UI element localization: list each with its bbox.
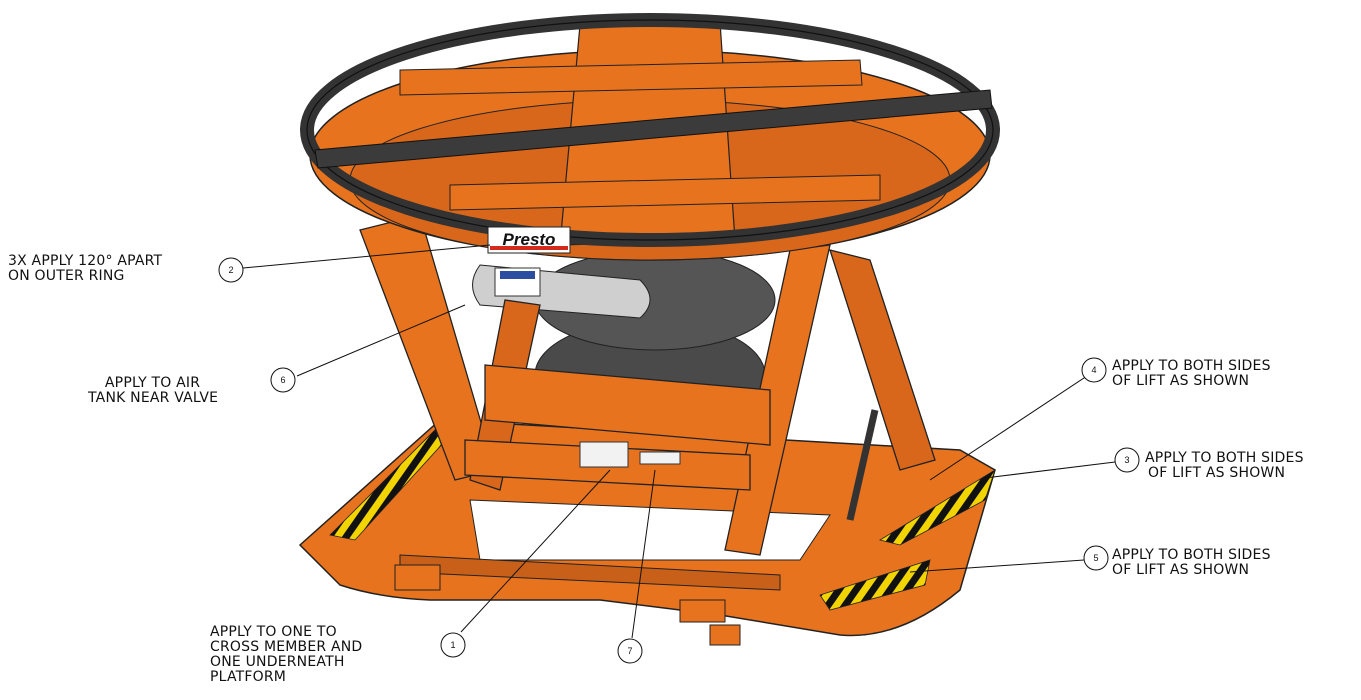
callout-number-7: 7 bbox=[627, 646, 632, 656]
callout-6-label: APPLY TO AIR TANK NEAR VALVE bbox=[88, 375, 219, 406]
callout-number-1: 1 bbox=[450, 640, 455, 650]
callout-circle-2 bbox=[218, 257, 244, 283]
callout-number-3: 3 bbox=[1124, 455, 1129, 465]
callout-4-label: APPLY TO BOTH SIDES OF LIFT AS SHOWN bbox=[1112, 358, 1271, 389]
callout-circle-3 bbox=[1114, 447, 1140, 473]
cross-member-box bbox=[484, 364, 771, 446]
callout-circle-4 bbox=[1081, 357, 1107, 383]
callout-circle-7 bbox=[617, 638, 643, 664]
callout-circle-5 bbox=[1083, 545, 1109, 571]
callout-number-5: 5 bbox=[1093, 553, 1098, 563]
top-crossbar-a bbox=[399, 59, 863, 96]
base-foot-center bbox=[679, 599, 726, 623]
base-foot-right bbox=[709, 624, 741, 646]
cross-member-label bbox=[579, 441, 629, 468]
callout-5-label: APPLY TO BOTH SIDES OF LIFT AS SHOWN bbox=[1112, 547, 1271, 578]
hazard-stripe-right-upper bbox=[878, 469, 996, 546]
cross-member-tag bbox=[639, 451, 681, 465]
top-crossbar-b bbox=[449, 174, 881, 211]
callout-2-label: 3X APPLY 120° APART ON OUTER RING bbox=[8, 253, 163, 284]
callout-number-2: 2 bbox=[228, 265, 233, 275]
leader-lines bbox=[242, 244, 1116, 639]
callout-3-label: APPLY TO BOTH SIDES OF LIFT AS SHOWN bbox=[1145, 450, 1304, 481]
scissor-arm-right-b bbox=[829, 249, 936, 471]
callout-number-4: 4 bbox=[1091, 365, 1096, 375]
ring-diameter-bar bbox=[314, 89, 993, 169]
callout-circle-1 bbox=[440, 632, 466, 658]
base-foot-left bbox=[394, 564, 441, 591]
callout-circle-6 bbox=[270, 367, 296, 393]
hazard-stripe-right-lower bbox=[819, 559, 931, 611]
logo-text: Presto bbox=[503, 230, 556, 249]
callout-number-6: 6 bbox=[280, 375, 285, 385]
callout-1-label: APPLY TO ONE TO CROSS MEMBER AND ONE UND… bbox=[210, 624, 363, 685]
